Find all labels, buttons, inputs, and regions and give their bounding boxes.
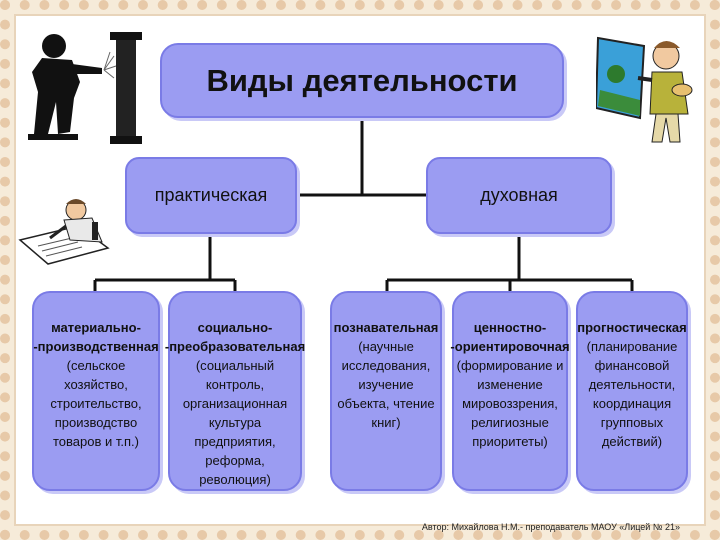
leaf-cognitive: познавательная (научные исследования, из…	[330, 291, 442, 491]
leaf-material-production: материально- -производственная (сельское…	[32, 291, 160, 491]
leaf-description: (научные исследования, изучение объекта,…	[337, 339, 435, 430]
diagram-title: Виды деятельности	[160, 43, 564, 118]
leaf-description: (социальный контроль, организационная ку…	[182, 358, 288, 487]
painter-icon	[596, 36, 693, 143]
leaf-heading: прогностическая	[577, 320, 687, 335]
leaf-social-transformative: социально- -преобразовательная (социальн…	[164, 291, 306, 491]
spiritual-node: духовная	[426, 157, 612, 234]
welder-icon	[18, 22, 148, 150]
leaf-value-oriented: ценностно- -ориентировочная (формировани…	[450, 291, 570, 491]
writer-icon	[18, 199, 110, 265]
leaf-heading: материально- -производственная	[33, 320, 159, 354]
leaf-heading: познавательная	[333, 320, 439, 335]
leaf-description: (сельское хозяйство, строительство, прои…	[50, 358, 142, 449]
practical-node: практическая	[125, 157, 297, 234]
leaf-prognostic: прогностическая (планирование финансовой…	[576, 291, 688, 491]
leaf-heading: ценностно- -ориентировочная	[450, 320, 570, 354]
leaf-description: (формирование и изменение мировоззрения,…	[456, 358, 564, 449]
leaf-heading: социально- -преобразовательная	[164, 320, 306, 354]
author-credit: Автор: Михайлова Н.М.- преподаватель МАО…	[421, 522, 680, 532]
leaf-description: (планирование финансовой деятельности, к…	[586, 339, 678, 449]
